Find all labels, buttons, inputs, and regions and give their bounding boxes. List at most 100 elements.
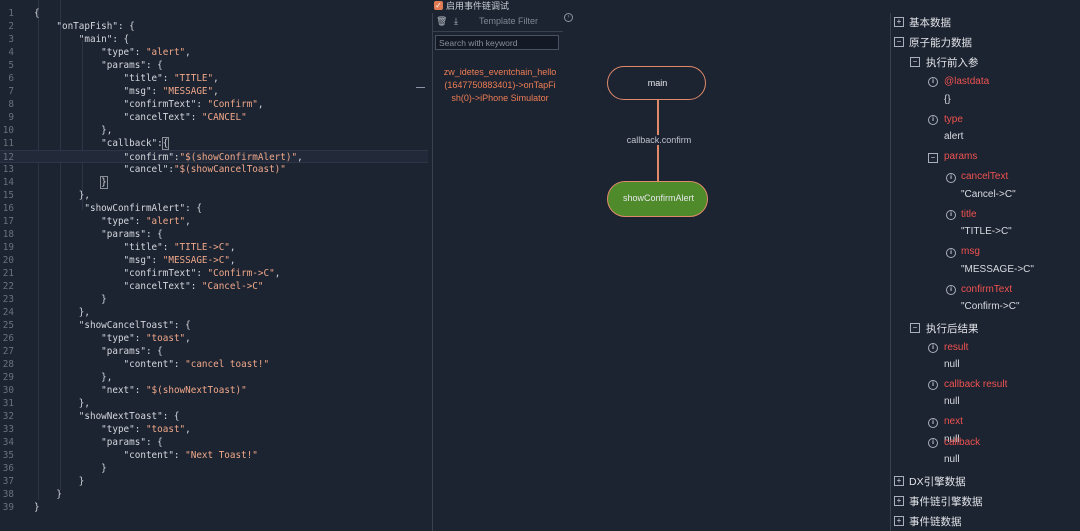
code-line[interactable]: 11 "callback":{: [0, 137, 428, 150]
line-number: 30: [2, 385, 14, 396]
code-token: "msg":: [34, 86, 163, 97]
tree-node-basic[interactable]: 基本数据: [909, 17, 951, 29]
code-line[interactable]: 17 "type": "alert",: [0, 215, 428, 228]
tree-node-chain-data[interactable]: 事件链数据: [909, 516, 962, 528]
code-token: "cancel toast!": [185, 359, 270, 370]
code-line[interactable]: 5 "params": {: [0, 59, 428, 72]
code-line[interactable]: 14 }: [0, 176, 428, 189]
info-icon: i: [928, 343, 938, 353]
collapse-icon[interactable]: −: [910, 57, 920, 67]
code-line[interactable]: 34 "params": {: [0, 436, 428, 449]
code-token: "onTapFish": {: [34, 21, 135, 32]
code-line[interactable]: 30 "next": "$(showNextToast)": [0, 384, 428, 397]
code-line[interactable]: 6 "title": "TITLE",: [0, 72, 428, 85]
search-input[interactable]: [435, 35, 559, 50]
code-text: "next": "$(showNextToast)": [34, 384, 247, 397]
code-token: "main": {: [34, 34, 130, 45]
code-line[interactable]: 39}: [0, 501, 428, 514]
code-line[interactable]: 21 "confirmText": "Confirm->C",: [0, 267, 428, 280]
code-line[interactable]: 10 },: [0, 124, 428, 137]
code-token: "cancel":: [34, 164, 174, 175]
code-line[interactable]: 8 "confirmText": "Confirm",: [0, 98, 428, 111]
code-line[interactable]: 26 "type": "toast",: [0, 332, 428, 345]
expand-icon[interactable]: +: [894, 17, 904, 27]
info-icon: i: [928, 418, 938, 428]
code-line[interactable]: 20 "msg": "MESSAGE->C",: [0, 254, 428, 267]
code-line[interactable]: 13 "cancel":"$(showCancelToast)": [0, 163, 428, 176]
graph-node-main[interactable]: main: [607, 66, 706, 100]
code-line[interactable]: 1{: [0, 7, 428, 20]
code-line[interactable]: 27 "params": {: [0, 345, 428, 358]
enable-debug-label: 启用事件链调试: [446, 1, 510, 11]
tree-node-after[interactable]: 执行后结果: [926, 323, 979, 335]
code-line[interactable]: 4 "type": "alert",: [0, 46, 428, 59]
code-line[interactable]: 15 },: [0, 189, 428, 202]
code-line[interactable]: 18 "params": {: [0, 228, 428, 241]
line-number: 14: [2, 177, 14, 188]
tree-node-atomic[interactable]: 原子能力数据: [909, 37, 972, 49]
code-line[interactable]: 12 "confirm":"$(showConfirmAlert)",: [0, 150, 428, 163]
tree-node-params[interactable]: params: [944, 151, 978, 162]
code-token: "CANCEL": [201, 112, 247, 123]
expand-icon[interactable]: +: [894, 496, 904, 506]
enable-debug-checkbox[interactable]: ✓: [434, 1, 443, 10]
code-line[interactable]: 35 "content": "Next Toast!": [0, 449, 428, 462]
code-line[interactable]: 37 }: [0, 475, 428, 488]
tree-value: "Cancel->C": [961, 189, 1016, 200]
tree-node-dx[interactable]: DX引擎数据: [909, 476, 966, 488]
template-filter[interactable]: Template Filter: [479, 16, 539, 26]
collapse-icon[interactable]: −: [928, 153, 938, 163]
tree-node-before[interactable]: 执行前入参: [926, 57, 979, 69]
tree-node-chain-engine[interactable]: 事件链引擎数据: [909, 496, 983, 508]
line-number: 8: [8, 99, 14, 110]
code-line[interactable]: 3 "main": {: [0, 33, 428, 46]
tree-key: callback result: [944, 379, 1008, 390]
code-line[interactable]: 16 "showConfirmAlert": {: [0, 202, 428, 215]
code-line[interactable]: 7 "msg": "MESSAGE",: [0, 85, 428, 98]
line-number: 16: [2, 203, 14, 214]
code-token: },: [34, 372, 113, 383]
code-line[interactable]: 24 },: [0, 306, 428, 319]
download-icon[interactable]: ⤓: [454, 16, 458, 26]
info-icon: i: [946, 210, 956, 220]
code-token: "Cancel->C": [201, 281, 264, 292]
line-number: 27: [2, 346, 14, 357]
line-number: 4: [8, 47, 14, 58]
code-token: "Confirm": [207, 99, 258, 110]
graph-node-showconfirmalert[interactable]: showConfirmAlert: [607, 181, 708, 217]
code-line[interactable]: 33 "type": "toast",: [0, 423, 428, 436]
code-line[interactable]: 2 "onTapFish": {: [0, 20, 428, 33]
code-token: "type":: [34, 216, 146, 227]
code-line[interactable]: 19 "title": "TITLE->C",: [0, 241, 428, 254]
code-line[interactable]: 23 }: [0, 293, 428, 306]
line-number: 6: [8, 73, 14, 84]
code-line[interactable]: 31 },: [0, 397, 428, 410]
code-line[interactable]: 38 }: [0, 488, 428, 501]
code-line[interactable]: 22 "cancelText": "Cancel->C": [0, 280, 428, 293]
expand-icon[interactable]: +: [894, 516, 904, 526]
code-line[interactable]: 9 "cancelText": "CANCEL": [0, 111, 428, 124]
collapse-icon[interactable]: −: [910, 323, 920, 333]
trash-icon[interactable]: 🗑: [436, 16, 448, 26]
tree-key: @lastdata: [944, 76, 990, 87]
code-line[interactable]: 29 },: [0, 371, 428, 384]
line-number: 5: [8, 60, 14, 71]
tree-value: alert: [944, 131, 964, 142]
code-line[interactable]: 25 "showCancelToast": {: [0, 319, 428, 332]
code-token: [34, 177, 101, 188]
collapse-icon[interactable]: −: [894, 37, 904, 47]
event-list-item[interactable]: zw_idetes_eventchain_hello(1647750883401…: [443, 67, 557, 103]
code-line[interactable]: 32 "showNextToast": {: [0, 410, 428, 423]
code-line[interactable]: 36 }: [0, 462, 428, 475]
code-text: "content": "cancel toast!": [34, 358, 270, 371]
tree-key: confirmText: [961, 284, 1013, 295]
code-text: "main": {: [34, 33, 129, 46]
code-editor[interactable]: 1{2 "onTapFish": {3 "main": {4 "type": "…: [0, 0, 428, 531]
code-line[interactable]: 28 "content": "cancel toast!": [0, 358, 428, 371]
code-text: "msg": "MESSAGE->C",: [34, 254, 236, 267]
expand-icon[interactable]: +: [894, 476, 904, 486]
code-token: ,: [229, 255, 236, 266]
code-text: "type": "alert",: [34, 46, 191, 59]
collapse-icon[interactable]: ›: [564, 13, 573, 22]
code-token: "$(showNextToast)": [145, 385, 247, 396]
